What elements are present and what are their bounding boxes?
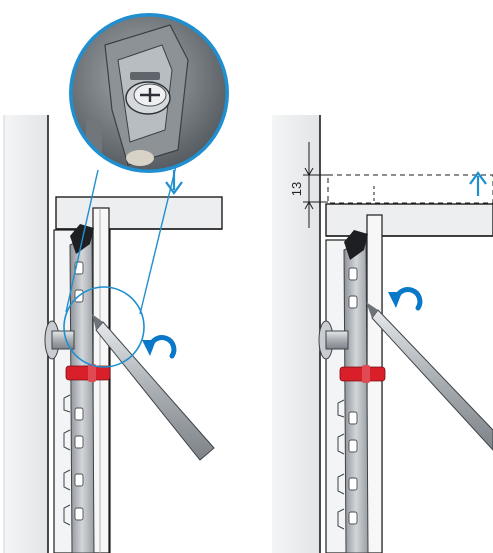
screwdriver-right xyxy=(366,302,493,451)
dimension-label: 13 xyxy=(289,182,304,196)
raise-arrow-icon xyxy=(469,171,487,196)
right-panel: 13 xyxy=(272,115,493,553)
magnified-detail xyxy=(69,13,229,173)
side-panel-right xyxy=(272,115,320,553)
rotate-clockwise-icon-left xyxy=(142,335,177,359)
bracket-right xyxy=(343,239,369,553)
shelf-ghost-right xyxy=(327,174,493,204)
lower-arrow-icon xyxy=(165,170,183,195)
callout-circle-left xyxy=(63,286,145,368)
shelf-board-right xyxy=(325,203,493,237)
dimension-marker xyxy=(303,142,328,228)
rail-right xyxy=(366,214,383,553)
rotate-clockwise-icon-right xyxy=(388,287,423,311)
shelf-board-left xyxy=(55,196,223,230)
left-panel xyxy=(3,13,229,553)
bracket-left xyxy=(69,234,95,553)
screwdriver-left xyxy=(92,314,215,461)
side-panel-left xyxy=(4,115,48,553)
clip-right xyxy=(344,230,368,260)
